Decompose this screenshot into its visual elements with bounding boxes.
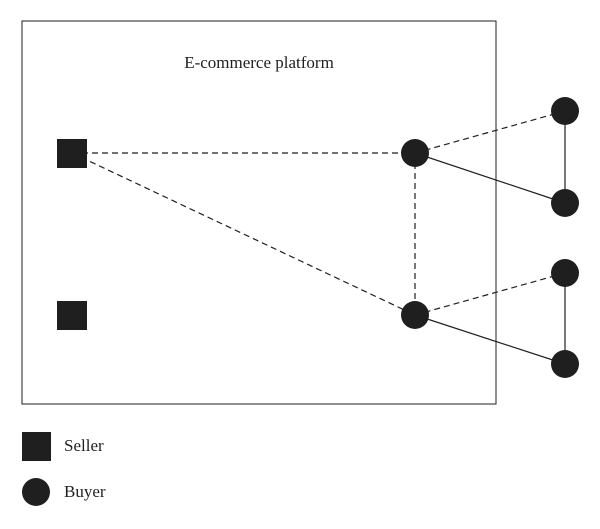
buyer-6-node xyxy=(551,350,579,378)
edge-buyer-1-buyer-3 xyxy=(414,110,566,154)
buyer-2-node xyxy=(401,301,429,329)
buyer-3-node xyxy=(551,97,579,125)
platform-boundary xyxy=(21,20,497,405)
nodes-layer xyxy=(57,97,579,378)
legend-buyer-label: Buyer xyxy=(64,482,106,501)
buyer-4-node xyxy=(551,189,579,217)
edge-buyer-2-buyer-6 xyxy=(414,314,566,365)
edge-buyer-1-buyer-4 xyxy=(414,152,566,204)
edge-buyer-2-buyer-5 xyxy=(414,272,566,316)
legend-seller-icon xyxy=(22,432,51,461)
buyer-1-node xyxy=(401,139,429,167)
legend-buyer-icon xyxy=(22,478,50,506)
edges-layer xyxy=(71,110,566,365)
seller-1-node xyxy=(57,139,87,168)
buyer-5-node xyxy=(551,259,579,287)
legend-seller-label: Seller xyxy=(64,436,104,455)
seller-2-node xyxy=(57,301,87,330)
platform-title: E-commerce platform xyxy=(184,53,334,72)
edge-seller-1-buyer-2 xyxy=(71,152,416,316)
